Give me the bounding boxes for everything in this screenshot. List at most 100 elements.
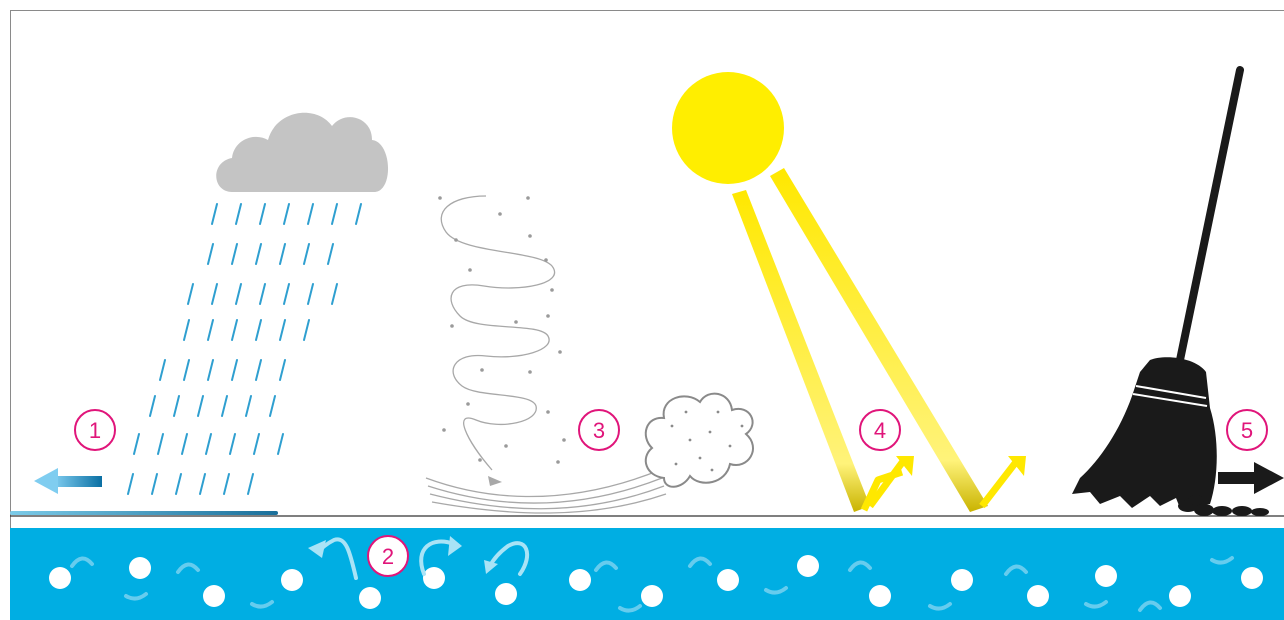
raindrop — [206, 434, 211, 454]
broom-icon — [1072, 70, 1240, 508]
dust-particle — [454, 238, 458, 242]
particle — [569, 569, 591, 591]
marker-4-label: 4 — [874, 418, 886, 443]
particle — [797, 555, 819, 577]
dust-particle — [468, 268, 472, 272]
raindrop — [128, 474, 133, 494]
dust-particle — [546, 410, 550, 414]
dust-particle — [498, 212, 502, 216]
marker-2-label: 2 — [382, 544, 394, 569]
particle — [869, 585, 891, 607]
raindrop — [152, 474, 157, 494]
marker-3-label: 3 — [593, 418, 605, 443]
dust-particle — [438, 196, 442, 200]
raindrop — [260, 284, 265, 304]
raindrop — [256, 244, 261, 264]
raindrop — [212, 284, 217, 304]
particle — [359, 587, 381, 609]
raindrop — [332, 204, 337, 224]
raindrop — [232, 360, 237, 380]
dust-particle — [514, 320, 518, 324]
dust-cloud-icon — [646, 394, 753, 487]
dust-particle — [699, 457, 702, 460]
runoff-arrow-icon — [34, 468, 102, 494]
particle — [129, 557, 151, 579]
dust-particle — [528, 370, 532, 374]
raindrop — [188, 284, 193, 304]
raindrop — [174, 396, 179, 416]
raindrop — [332, 284, 337, 304]
marker-1-label: 1 — [89, 418, 101, 443]
dust-particle — [689, 439, 692, 442]
raindrop — [208, 360, 213, 380]
particle — [423, 567, 445, 589]
swept-debris — [1178, 495, 1269, 516]
raindrop — [278, 434, 283, 454]
raindrop — [160, 360, 165, 380]
dust-particle — [709, 431, 712, 434]
marker-5: 5 — [1227, 410, 1267, 450]
dust-particle — [504, 444, 508, 448]
raindrop — [270, 396, 275, 416]
dust-particle — [729, 445, 732, 448]
dust-particle — [450, 324, 454, 328]
raindrop — [304, 320, 309, 340]
raindrop — [200, 474, 205, 494]
dust-particle — [526, 196, 530, 200]
particle — [49, 567, 71, 589]
dust-particle — [675, 463, 678, 466]
wind-dust-particles — [438, 196, 566, 464]
marker-5-label: 5 — [1241, 418, 1253, 443]
raindrop — [224, 474, 229, 494]
raindrop — [184, 320, 189, 340]
dust-particle — [711, 469, 714, 472]
raindrop — [208, 244, 213, 264]
raindrop — [308, 284, 313, 304]
raindrop — [304, 244, 309, 264]
dust-particle — [480, 368, 484, 372]
dust-particle — [556, 460, 560, 464]
particle — [717, 569, 739, 591]
raindrop — [236, 284, 241, 304]
dust-particle — [442, 428, 446, 432]
raindrop — [254, 434, 259, 454]
raindrop — [248, 474, 253, 494]
marker-3: 3 — [579, 410, 619, 450]
wind-arrowhead-icon — [488, 476, 502, 486]
dust-particle — [544, 258, 548, 262]
rain-cloud-icon — [216, 113, 388, 192]
dust-particle — [466, 402, 470, 406]
dust-particle — [528, 234, 532, 238]
particle — [281, 569, 303, 591]
raindrop — [280, 244, 285, 264]
raindrop — [198, 396, 203, 416]
raindrop — [232, 320, 237, 340]
raindrop — [280, 320, 285, 340]
raindrop — [328, 244, 333, 264]
marker-4: 4 — [860, 410, 900, 450]
dust-particle — [671, 425, 674, 428]
sun-icon — [672, 72, 784, 184]
reflection-arrow-right-icon — [982, 456, 1026, 506]
particle — [1027, 585, 1049, 607]
raindrop — [246, 396, 251, 416]
runoff-strip — [10, 511, 278, 515]
raindrop — [256, 320, 261, 340]
particle — [1095, 565, 1117, 587]
raindrop — [356, 204, 361, 224]
raindrop — [182, 434, 187, 454]
dust-particle — [562, 438, 566, 442]
raindrop — [236, 204, 241, 224]
sun-ray-left — [732, 190, 870, 512]
raindrop — [222, 396, 227, 416]
particle — [495, 583, 517, 605]
raindrop — [184, 360, 189, 380]
marker-2: 2 — [368, 536, 408, 576]
raindrop — [256, 360, 261, 380]
raindrop — [284, 204, 289, 224]
raindrop — [260, 204, 265, 224]
raindrop — [212, 204, 217, 224]
raindrop — [232, 244, 237, 264]
